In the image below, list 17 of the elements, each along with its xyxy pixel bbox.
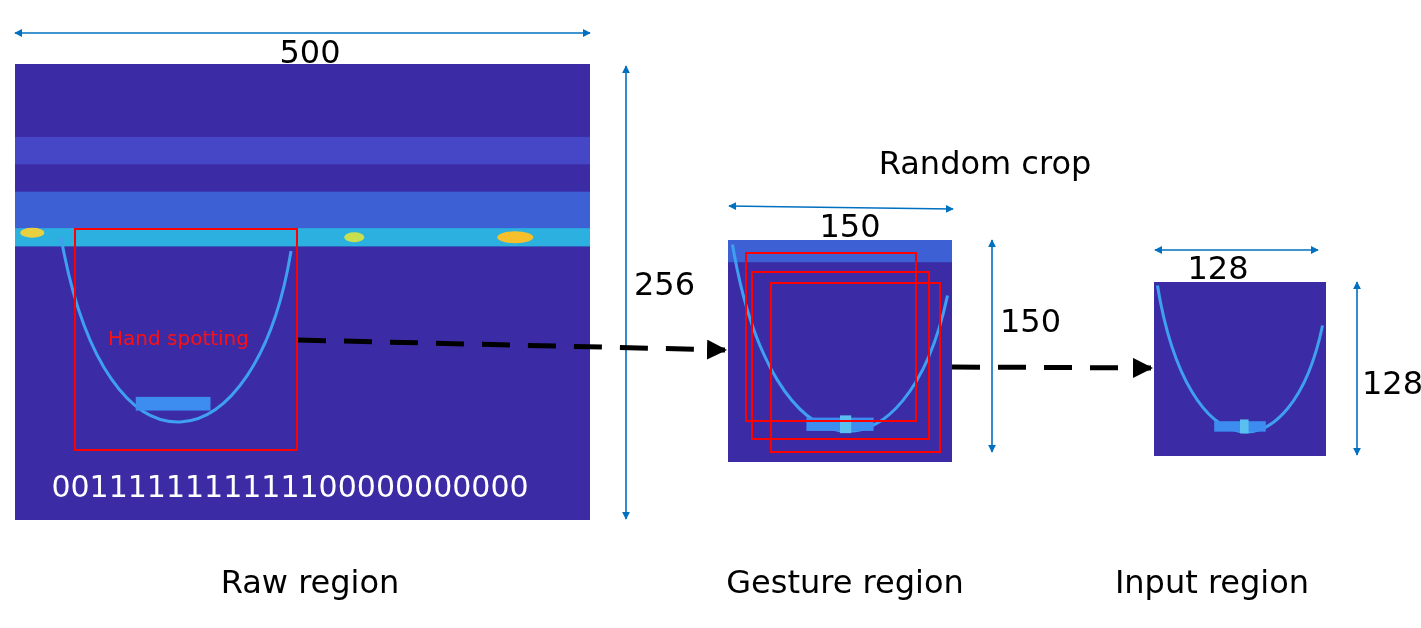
dimension-value: 150: [819, 210, 881, 242]
binary-label-sequence: 0011111111111100000000000: [51, 472, 529, 502]
dimension-value: 256: [634, 268, 696, 300]
dashed-arrow: [297, 337, 727, 360]
node-label: Raw region: [220, 566, 400, 598]
crop-box: [770, 282, 941, 453]
node-label: Gesture region: [726, 566, 964, 598]
node-label: Random crop: [878, 147, 1092, 179]
crop-box: [751, 271, 930, 440]
node-label: Input region: [1114, 566, 1310, 598]
detection-box: [74, 228, 298, 451]
dimension-value: 500: [279, 36, 341, 68]
dashed-arrow: [952, 357, 1153, 378]
crop-box: [745, 252, 917, 422]
dimension-value: 128: [1187, 252, 1249, 284]
dimension-value: 128: [1362, 367, 1421, 399]
dimension-value: 150: [1000, 305, 1062, 337]
